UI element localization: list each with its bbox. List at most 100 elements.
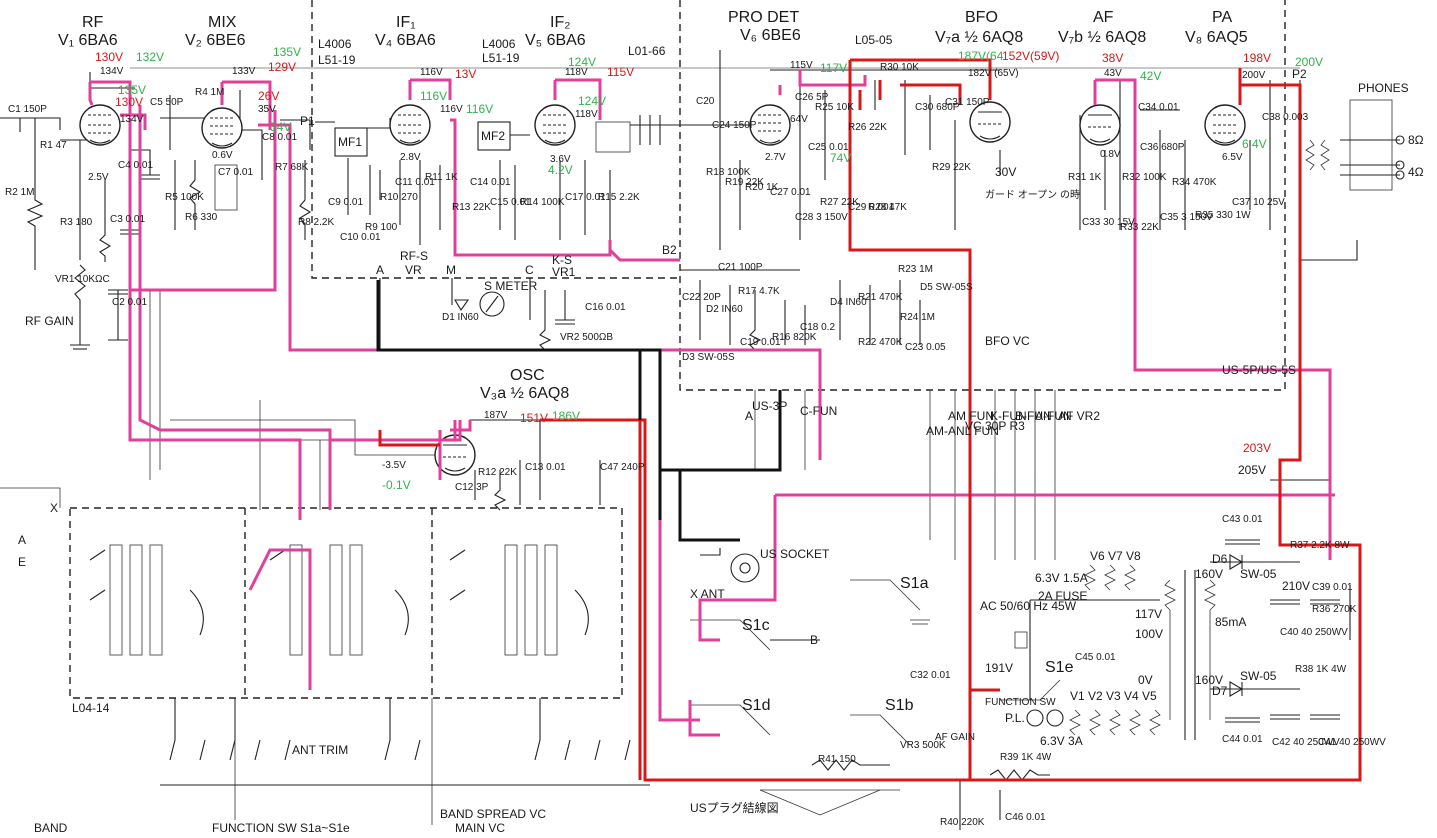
- red-rf-b: 130V: [115, 95, 143, 109]
- label-r5: R5 100K: [165, 192, 204, 203]
- label-x-ant: X ANT: [690, 587, 725, 601]
- label-l4006a: L4006: [318, 37, 352, 51]
- label-r23: R23 1M: [898, 264, 933, 275]
- label-c28: C28 3 150V: [795, 212, 848, 223]
- label-pl: P.L.: [1005, 711, 1025, 725]
- label-c16: C16 0.01: [585, 302, 626, 313]
- label-rf-s: RF-S: [400, 249, 428, 263]
- label-c13: C13 0.01: [525, 462, 566, 473]
- rf-stage-name: RF: [82, 14, 104, 31]
- printed-voltages: 134V 134V 2.5V 133V 35V 0.6V 116V 116V 2…: [88, 60, 1266, 471]
- v-rf-top: 134V: [100, 66, 124, 77]
- label-r7: R7 68K: [275, 162, 309, 173]
- label-r22: R22 470K: [858, 337, 903, 348]
- label-r12: R12 22K: [478, 467, 517, 478]
- green-osc: 186V: [552, 409, 580, 423]
- tuning-capacitors: [160, 698, 650, 825]
- terminal-m: M: [446, 263, 456, 277]
- label-c30: C30 680P: [915, 102, 960, 113]
- label-c31: C31 150P: [945, 97, 990, 108]
- green-rf-a: 132V: [136, 50, 164, 64]
- terminal-b: B: [810, 633, 818, 647]
- label-100v: 100V: [1135, 627, 1163, 641]
- label-heaters-b: V1 V2 V3 V4 V5: [1070, 689, 1157, 703]
- label-r41: R41 150: [818, 754, 856, 765]
- red-pa: 198V: [1243, 51, 1271, 65]
- label-r38: R38 1K 4W: [1295, 664, 1347, 675]
- label-c9: C9 0.01: [328, 197, 363, 208]
- terminal-e: E: [18, 555, 26, 569]
- label-r19: R19 22K: [725, 177, 764, 188]
- label-main-vc: MAIN VC: [455, 821, 505, 835]
- red-af: 38V: [1102, 51, 1123, 65]
- mix-tube-v2: [201, 107, 243, 149]
- label-117v: 117V: [1135, 607, 1162, 621]
- v-bfo-k: 30V: [995, 165, 1016, 179]
- af-stage-name: AF: [1093, 9, 1114, 26]
- if1-stage-tube: V₄ 6BA6: [375, 32, 436, 49]
- label-a-fun: A-FUN: [1035, 409, 1072, 423]
- v-osc-g: -3.5V: [382, 460, 406, 471]
- label-d5: D5 SW-05S: [920, 282, 973, 293]
- label-r21: R21 470K: [858, 292, 903, 303]
- label-r40: R40 220K: [940, 817, 985, 828]
- green-if2-k: 4.2V: [548, 163, 573, 177]
- af-tube-v7b: [1079, 104, 1121, 146]
- v-if1-top: 116V: [420, 67, 443, 78]
- v-rf-mid: 134V: [120, 114, 144, 125]
- label-bfo-vc: BFO VC: [985, 334, 1030, 348]
- red-if2: 115V: [607, 65, 634, 79]
- label-r8: R8 2.2K: [298, 217, 334, 228]
- stage-headers: RF V₁ 6BA6 MIX V₂ 6BE6 IF₁ V₄ 6BA6 IF₂ V…: [58, 9, 1248, 402]
- v-if1-k: 2.8V: [400, 152, 421, 163]
- label-r13: R13 22K: [452, 202, 491, 213]
- label-r14: R14 100K: [520, 197, 565, 208]
- label-c19: C19 0.01: [740, 337, 781, 348]
- red-if1: 13V: [455, 67, 476, 81]
- label-af-vr2: AF VR2: [1058, 409, 1100, 423]
- module-boundaries: [69, 0, 1286, 699]
- label-us-socket: US SOCKET: [760, 547, 830, 561]
- label-205v: 205V: [1238, 463, 1266, 477]
- label-fuse: 2A FUSE: [1038, 589, 1087, 603]
- label-r3: R3 180: [60, 217, 93, 228]
- mix-stage-tube: V₂ 6BE6: [185, 32, 246, 49]
- red-traces: [378, 58, 1362, 782]
- pa-tube-v8: [1204, 104, 1246, 146]
- label-r25: R25 10K: [815, 102, 854, 113]
- label-c12: C12 3P: [455, 482, 489, 493]
- label-r32: R32 100K: [1122, 172, 1167, 183]
- label-r16: R16 820K: [772, 332, 817, 343]
- label-c27: C27 0.01: [770, 187, 811, 198]
- measured-voltages-red: 130V 130V 129V 26V 13V 115V 152V(59V) 38…: [95, 49, 1271, 455]
- terminal-a2: A: [376, 263, 384, 277]
- label-r9: R9 100: [365, 222, 398, 233]
- v-pd-k: 2.7V: [765, 152, 786, 163]
- label-8ohm: 8Ω: [1408, 133, 1424, 147]
- label-c44: C44 0.01: [1222, 734, 1263, 745]
- label-vr: VR: [405, 263, 422, 277]
- label-us-5p: US-5P/US-5S: [1222, 363, 1296, 377]
- label-s1a: S1a: [900, 575, 929, 592]
- v-if1-g: 116V: [440, 104, 463, 115]
- label-l01: L01-66: [628, 44, 666, 58]
- green-bfo: 187V(64: [958, 49, 1004, 63]
- label-c38: C38 0.003: [1262, 112, 1309, 123]
- label-rf-gain: RF GAIN: [25, 314, 74, 328]
- label-r26: R26 22K: [848, 122, 887, 133]
- label-r28: R28 47K: [868, 202, 907, 213]
- label-210v: 210V: [1282, 579, 1310, 593]
- label-c25: C25 0.01: [808, 142, 849, 153]
- label-r10: R10 270: [380, 192, 418, 203]
- terminal-x: X: [50, 501, 58, 515]
- mix-stage-name: MIX: [208, 14, 237, 31]
- label-c5: C5 50P: [150, 97, 184, 108]
- green-pa-a: 200V: [1295, 55, 1323, 69]
- label-l05: L05-05: [855, 33, 893, 47]
- label-vr1-b: VR1: [552, 265, 576, 279]
- label-c17: C17 0.01: [565, 192, 606, 203]
- green-rf-b: 135V: [118, 83, 146, 97]
- red-psu: 203V: [1243, 441, 1271, 455]
- label-guard: ガード オープン の時: [985, 189, 1080, 201]
- label-r11: R11 1K: [425, 172, 458, 183]
